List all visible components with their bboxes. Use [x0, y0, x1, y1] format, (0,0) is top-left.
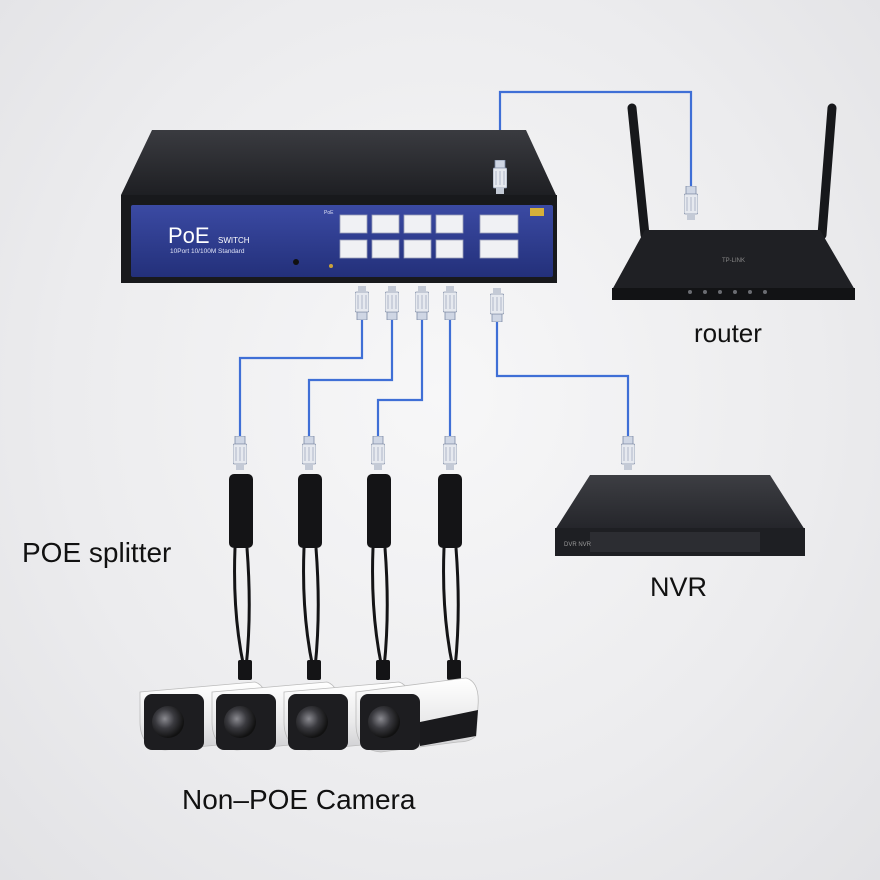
rj45-connector-icon [490, 288, 504, 322]
rj45-connector-icon [443, 286, 457, 320]
switch-brand: PoE [168, 223, 210, 248]
nvr-label: NVR [650, 572, 708, 602]
non-poe-camera-label: Non–POE Camera [182, 784, 416, 815]
router-body [612, 230, 855, 290]
rj45-connector-icon [355, 286, 369, 320]
port [403, 239, 432, 259]
cable-port1-splitter1 [238, 316, 364, 440]
rj45-connector-icon [621, 436, 635, 470]
camera-lens-icon [152, 706, 184, 738]
port [371, 239, 400, 259]
poe-switch: PoE SWITCH 10Port 10/100M Standard PoE [121, 130, 557, 283]
poe-splitter [367, 474, 391, 680]
switch-spec: 10Port 10/100M Standard [170, 248, 245, 255]
router-brand: TP-LINK [722, 258, 745, 264]
cable-port3-splitter3 [376, 316, 424, 440]
rj45-connector-icon [385, 286, 399, 320]
router-front [612, 288, 855, 300]
nvr-panel [590, 532, 760, 552]
poe-splitter [229, 474, 253, 680]
port [339, 214, 368, 234]
uplink-port [479, 239, 519, 259]
router-leds [688, 290, 767, 294]
switch-poe-ports-label: PoE [324, 210, 334, 216]
port [339, 239, 368, 259]
camera-lens-icon [368, 706, 400, 738]
port [435, 214, 464, 234]
cameras [139, 677, 479, 753]
camera [355, 677, 479, 753]
router: TP-LINK [612, 103, 855, 300]
switch-top [121, 130, 556, 195]
uplink-port [479, 214, 519, 234]
switch-mode-switch-icon [293, 259, 299, 265]
camera-lens-icon [296, 706, 328, 738]
router-antenna-icon [627, 103, 650, 240]
camera-lens-icon [224, 706, 256, 738]
nvr-brand: DVR NVR [564, 542, 592, 548]
switch-power-led-icon [329, 264, 333, 268]
router-antenna-icon [817, 103, 837, 240]
port [371, 214, 400, 234]
rj45-connector-icon [415, 286, 429, 320]
poe-splitter-label: POE splitter [22, 537, 172, 568]
switch-poe-ports [339, 214, 464, 259]
router-label: router [694, 318, 762, 348]
switch-uplink-ports [479, 214, 519, 259]
nvr-top [555, 475, 805, 530]
port [435, 239, 464, 259]
nvr: DVR NVR [555, 475, 805, 556]
poe-splitters [229, 474, 462, 680]
switch-subtitle: SWITCH [218, 236, 250, 245]
rj45-connector-icon [371, 436, 385, 470]
rj45-connector-icon [233, 436, 247, 470]
poe-splitter [298, 474, 322, 680]
cable-port2-splitter2 [307, 316, 394, 440]
switch-poe-badge [530, 208, 544, 216]
rj45-connector-icon [443, 436, 457, 470]
cable-switch-nvr [495, 318, 630, 440]
rj45-connector-icon [302, 436, 316, 470]
poe-splitter [438, 474, 462, 680]
port [403, 214, 432, 234]
rj45-connector-icon [684, 186, 698, 220]
cables [238, 90, 693, 440]
